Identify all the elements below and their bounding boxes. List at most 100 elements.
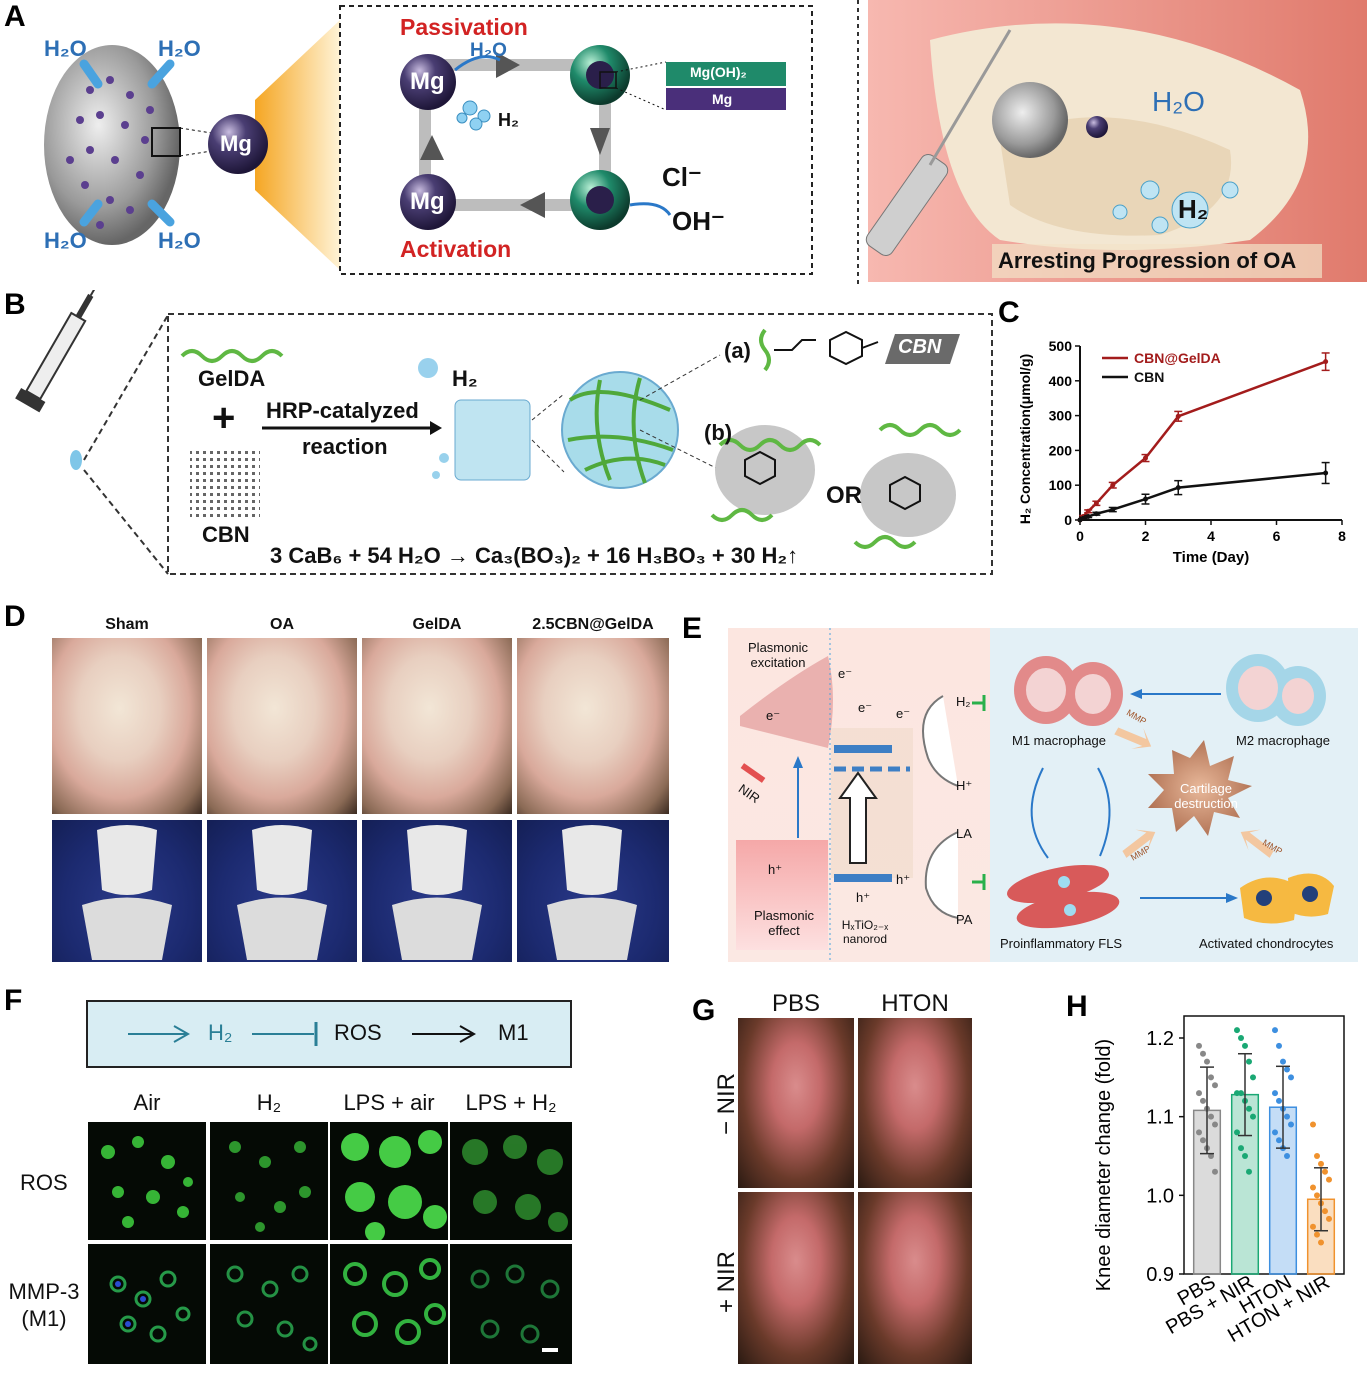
h-data-point: [1284, 1113, 1290, 1120]
c-data-point: [1175, 485, 1181, 491]
c-series-line-1: [1079, 471, 1326, 522]
microct-gelda: [362, 820, 512, 962]
h-data-point: [1310, 1184, 1316, 1191]
mg-layer-label: Mg: [712, 91, 733, 107]
panel-e-figure: [728, 628, 1358, 962]
confocal-ros-lps-h2: [450, 1122, 572, 1240]
h-data-point: [1246, 1168, 1252, 1175]
plus-sign: +: [212, 396, 236, 440]
h-data-point: [1272, 1027, 1278, 1034]
c-data-point: [1085, 514, 1091, 520]
h-data-point: [1246, 1105, 1252, 1112]
h-data-point: [1208, 1153, 1214, 1159]
d-col-oa: OA: [270, 616, 294, 633]
cbn-label: CBN: [202, 522, 250, 547]
microct-sham: [52, 820, 202, 962]
c-y-tick-label: 100: [1049, 477, 1073, 493]
h-data-point: [1234, 1129, 1240, 1136]
h-y-tick-label: 1.0: [1146, 1185, 1174, 1207]
c-y-tick-label: 300: [1049, 408, 1073, 424]
h-data-point: [1250, 1113, 1256, 1120]
h-data-point: [1314, 1192, 1320, 1199]
f-col-lps-h2: LPS + H₂: [465, 1090, 557, 1115]
c-data-point: [1323, 470, 1329, 476]
h-data-point: [1310, 1121, 1316, 1128]
f-col-lps-air: LPS + air: [343, 1090, 435, 1115]
hydroxide-label: OH⁻: [672, 206, 725, 236]
c-x-tick-label: 2: [1142, 528, 1150, 544]
c-y-tick-label: 400: [1049, 373, 1073, 389]
h-data-point: [1318, 1239, 1324, 1246]
chloride-label: Cl⁻: [662, 162, 702, 192]
h-data-point: [1318, 1160, 1324, 1167]
c-data-point: [1143, 455, 1148, 461]
h-data-point: [1280, 1058, 1286, 1065]
c-legend-label: CBN@GelDA: [1134, 350, 1221, 366]
panel-b-figure: [15, 290, 993, 575]
microct-cbn-gelda: [517, 820, 669, 962]
panel-f-label: F: [4, 984, 23, 1017]
chondrocytes-label: Activated chondrocytes: [1199, 936, 1334, 951]
g-row-minus-nir: − NIR: [713, 1073, 740, 1136]
f-row-mmp3: MMP-3 (M1): [8, 1279, 80, 1331]
d-col-gelda: GelDA: [412, 616, 462, 633]
route-a-label: (a): [724, 338, 751, 363]
c-data-point: [1093, 511, 1099, 517]
paw-photo-hton-minus-nir: [858, 1018, 972, 1188]
c-y-tick-label: 500: [1049, 338, 1073, 354]
h-data-point: [1272, 1129, 1278, 1136]
h-y-tick-label: 1.2: [1146, 1028, 1174, 1050]
nanorod-label: HₓTiO₂₋ₓ nanorod: [841, 918, 889, 946]
c-series-line-0: [1079, 360, 1327, 521]
passivation-label: Passivation: [400, 14, 528, 40]
knee-photo-sham: [52, 638, 202, 814]
h-data-point: [1242, 1042, 1248, 1049]
h2o-label: H₂O: [470, 40, 507, 61]
paw-photo-hton-plus-nir: [858, 1192, 972, 1364]
h-data-point: [1276, 1097, 1282, 1104]
e-excited-label: e⁻: [766, 708, 781, 723]
h-data-point: [1208, 1113, 1214, 1120]
c-data-point: [1110, 507, 1116, 513]
f-col-h2: H₂: [256, 1090, 282, 1115]
h-data-point: [1314, 1153, 1320, 1159]
h-data-point: [1212, 1121, 1218, 1128]
pathway-m1: M1: [498, 1020, 529, 1045]
mg-sphere-label: Mg: [220, 131, 252, 156]
h-data-point: [1326, 1176, 1332, 1183]
e-out-label: e⁻: [896, 706, 911, 721]
joint-h2o-label: H₂O: [1152, 86, 1205, 117]
g-col-hton: HTON: [881, 990, 949, 1017]
g-col-pbs: PBS: [771, 990, 821, 1017]
c-x-tick-label: 0: [1076, 528, 1084, 544]
c-data-point: [1175, 413, 1181, 419]
pathway-ros: ROS: [334, 1020, 382, 1045]
h-data-point: [1284, 1066, 1290, 1073]
h-data-point: [1200, 1137, 1206, 1144]
panel-h-label: H: [1066, 990, 1088, 1023]
h-data-point: [1322, 1208, 1328, 1215]
c-data-point: [1085, 508, 1091, 514]
h-data-point: [1200, 1097, 1206, 1104]
h-data-point: [1310, 1223, 1316, 1230]
knee-photo-oa: [207, 638, 357, 814]
knee-photo-cbn-gelda: [517, 638, 669, 814]
panel-b-label: B: [4, 288, 26, 321]
d-col-sham: Sham: [105, 616, 149, 633]
panel-g-label: G: [692, 994, 716, 1027]
confocal-ros-air: [88, 1122, 206, 1240]
h-data-point: [1200, 1050, 1206, 1057]
h-data-point: [1204, 1058, 1210, 1065]
confocal-mmp3-h2: [210, 1244, 328, 1364]
pathway-arrows: [128, 1022, 477, 1046]
activation-label: Activation: [400, 236, 512, 262]
h-data-point: [1196, 1090, 1202, 1097]
c-x-tick-label: 4: [1207, 528, 1215, 544]
h-vb-label: h⁺: [856, 890, 871, 905]
h-data-point: [1238, 1145, 1244, 1152]
confocal-ros-lps-air: [330, 1122, 448, 1240]
water-label-br: H₂O: [158, 228, 201, 253]
h-data-point: [1326, 1215, 1332, 1222]
